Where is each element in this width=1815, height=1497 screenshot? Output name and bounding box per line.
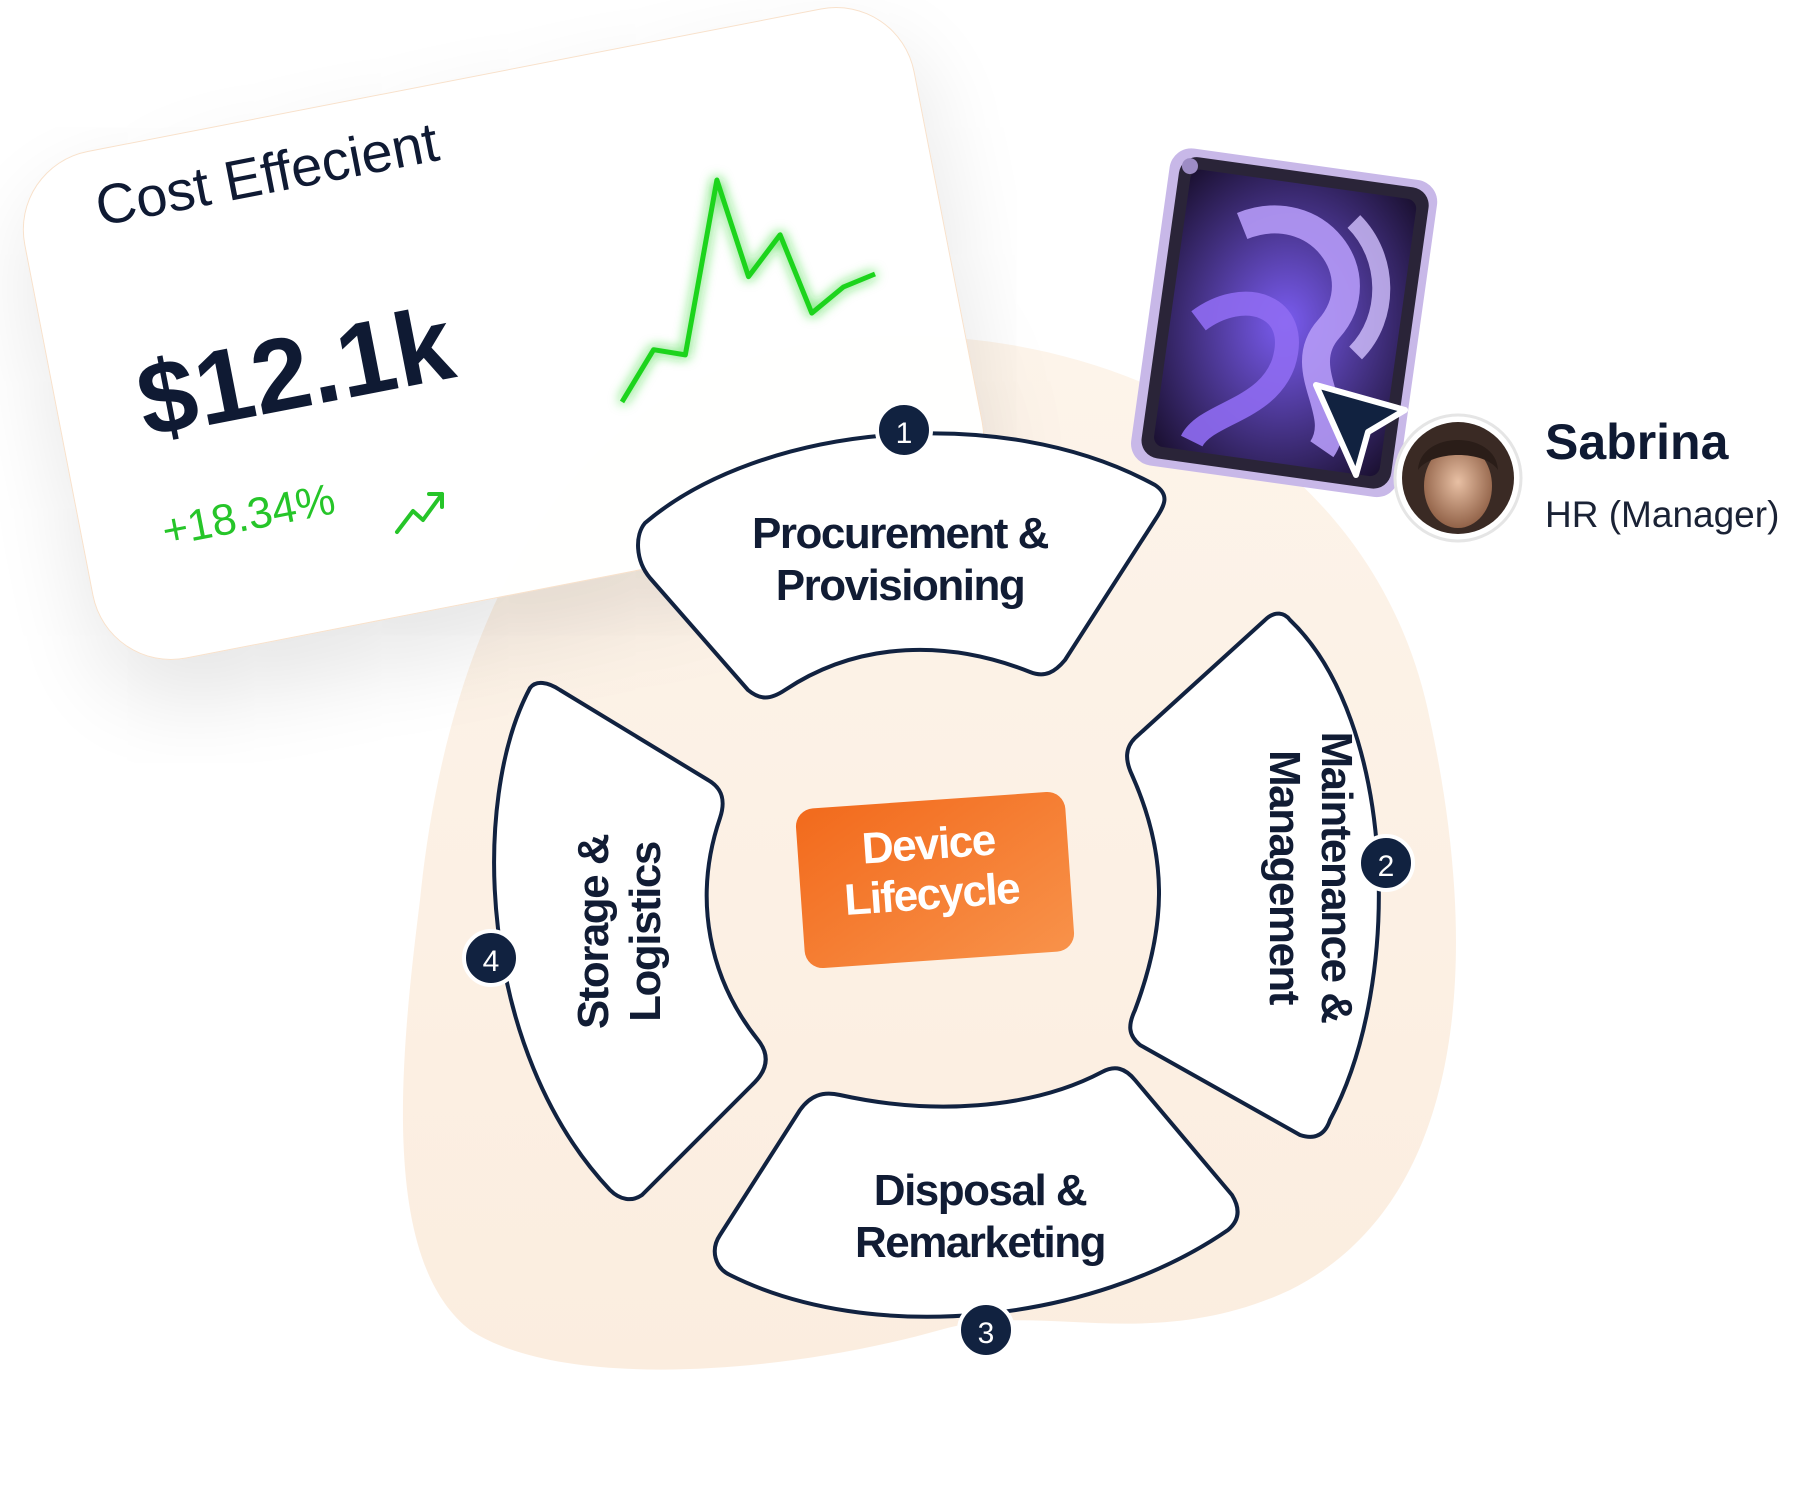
disposal-line2: Remarketing (854, 1218, 1107, 1267)
step-badge-4: 4 (462, 929, 520, 987)
procurement-line1: Procurement & (752, 509, 1049, 558)
user-role: HR (Manager) (1545, 494, 1780, 535)
step-number-2: 2 (1378, 850, 1395, 883)
pointer-cursor-icon (1313, 382, 1408, 478)
center-badge (795, 791, 1075, 969)
segment-label-disposal: Disposal & Remarketing (790, 1165, 1170, 1269)
step-badge-2: 2 (1357, 834, 1415, 892)
segment-disposal[interactable] (712, 1066, 1240, 1319)
step-badge-3: 3 (957, 1301, 1015, 1359)
trend-up-arrow-icon (395, 492, 444, 534)
disposal-line1: Disposal & (873, 1166, 1088, 1215)
user-name: Sabrina (1545, 414, 1729, 470)
step-number-1: 1 (896, 417, 913, 450)
step-number-4: 4 (483, 945, 500, 978)
step-number-3: 3 (978, 1317, 995, 1350)
procurement-line2: Provisioning (775, 561, 1026, 610)
step-badge-1: 1 (875, 401, 933, 459)
sparkline-chart (619, 177, 876, 404)
segment-label-procurement: Procurement & Provisioning (690, 508, 1110, 612)
user-avatar (1393, 413, 1523, 543)
